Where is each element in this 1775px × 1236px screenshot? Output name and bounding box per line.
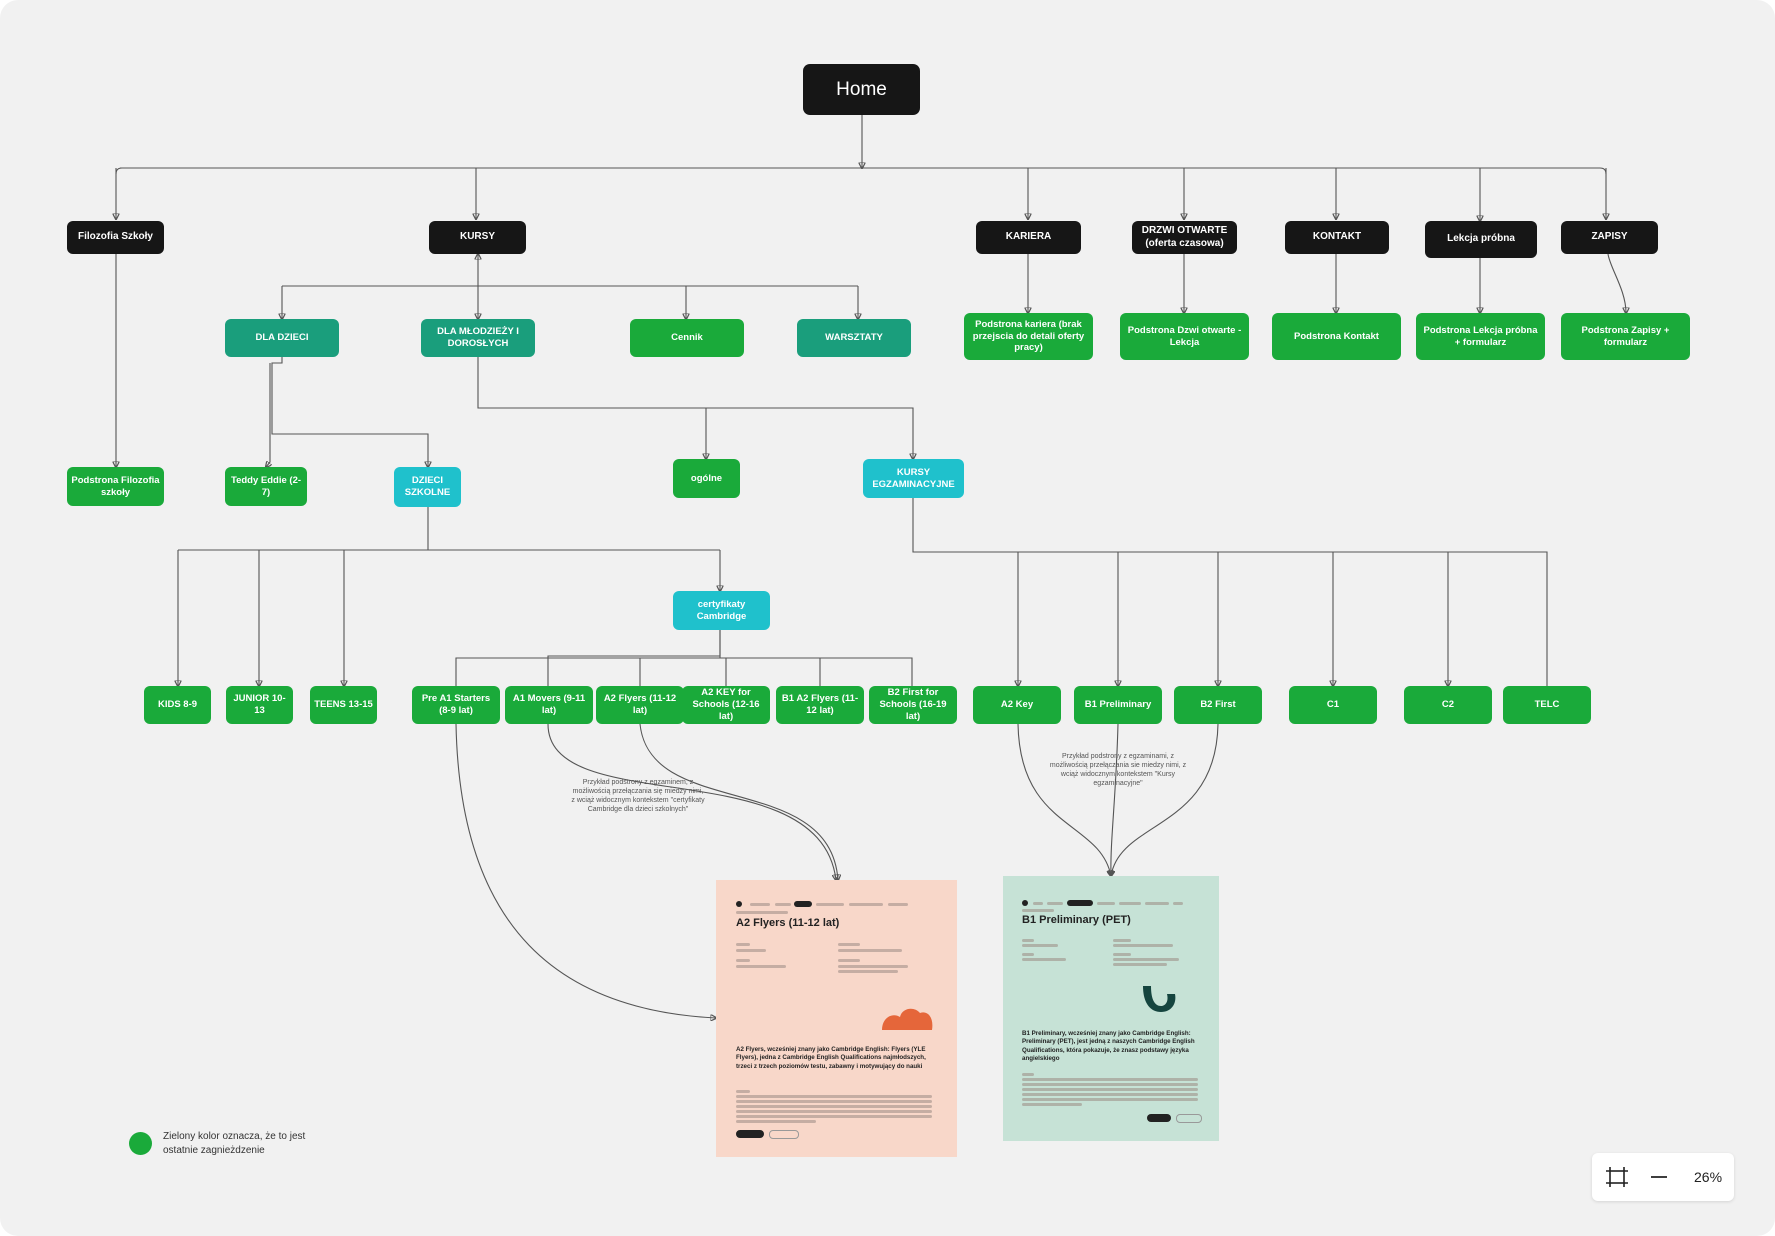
node-telc[interactable]: TELC bbox=[1503, 686, 1591, 724]
node-certyfikaty-cambridge[interactable]: certyfikaty Cambridge bbox=[673, 591, 770, 630]
note-egzaminacyjne: Przykład podstrony z egzaminami, z możli… bbox=[1049, 753, 1187, 788]
connector-movers-card bbox=[547, 723, 836, 880]
active-tab-pill[interactable] bbox=[1067, 900, 1093, 906]
fit-frame-icon[interactable] bbox=[1606, 1167, 1628, 1187]
node-b2-first-schools[interactable]: B2 First for Schools (16-19 lat) bbox=[869, 686, 957, 724]
cloud-illustration-icon bbox=[882, 1008, 933, 1030]
connector-cert-bus bbox=[455, 630, 913, 686]
card-lead-text: A2 Flyers, wcześniej znany jako Cambridg… bbox=[736, 1046, 926, 1070]
connector-dladzieci-teddy bbox=[266, 363, 270, 467]
node-a2-key-schools[interactable]: A2 KEY for Schools (12-16 lat) bbox=[682, 686, 770, 724]
connector-mlodziez-egz bbox=[706, 407, 913, 459]
connector-b1-card bbox=[1111, 723, 1119, 876]
node-kursy[interactable]: KURSY bbox=[429, 221, 526, 254]
card-title: A2 Flyers (11-12 lat) bbox=[736, 917, 840, 929]
node-b1-preliminary[interactable]: B1 Preliminary bbox=[1074, 686, 1162, 724]
node-a2-flyers[interactable]: A2 Flyers (11-12 lat) bbox=[596, 686, 684, 724]
node-a2-key[interactable]: A2 Key bbox=[973, 686, 1061, 724]
secondary-cta-button[interactable] bbox=[769, 1130, 799, 1139]
legend-green-dot bbox=[129, 1132, 152, 1155]
node-teens[interactable]: TEENS 13-15 bbox=[310, 686, 377, 724]
zoom-controls: 26% bbox=[1592, 1153, 1734, 1201]
example-page-a2-flyers[interactable]: A2 Flyers (11-12 lat) A2 Flyers, wcześni… bbox=[716, 880, 957, 1157]
node-cennik[interactable]: Cennik bbox=[630, 319, 744, 357]
example-page-b1-preliminary[interactable]: B1 Preliminary (PET) B1 Preliminary, wcz… bbox=[1003, 876, 1219, 1141]
zoom-out-icon[interactable] bbox=[1648, 1167, 1670, 1187]
connector-dladzieci-down bbox=[271, 357, 428, 467]
node-zapisy[interactable]: ZAPISY bbox=[1561, 221, 1658, 254]
zoom-level[interactable]: 26% bbox=[1694, 1169, 1723, 1185]
node-podstrona-zapisy[interactable]: Podstrona Zapisy + formularz bbox=[1561, 313, 1690, 360]
node-home[interactable]: Home bbox=[803, 64, 920, 115]
node-warsztaty[interactable]: WARSZTATY bbox=[797, 319, 911, 357]
node-podstrona-kariera[interactable]: Podstrona kariera (brak przejscia do det… bbox=[964, 313, 1093, 360]
connector-flyers-card bbox=[639, 723, 838, 880]
connector-top-bus bbox=[115, 167, 1607, 175]
primary-cta-button[interactable] bbox=[1147, 1114, 1171, 1122]
primary-cta-button[interactable] bbox=[736, 1130, 764, 1138]
card-title: B1 Preliminary (PET) bbox=[1022, 914, 1131, 926]
node-filozofia-szkoly[interactable]: Filozofia Szkoły bbox=[67, 221, 164, 254]
active-tab-pill[interactable] bbox=[794, 901, 812, 907]
node-b1-a2-flyers[interactable]: B1 A2 Flyers (11-12 lat) bbox=[776, 686, 864, 724]
horseshoe-logo-icon bbox=[1143, 986, 1176, 1012]
node-kontakt[interactable]: KONTAKT bbox=[1285, 221, 1389, 254]
legend-text: Zielony kolor oznacza, że to jest ostatn… bbox=[163, 1131, 306, 1156]
logo-dot-icon bbox=[1022, 900, 1028, 906]
connector-a2key-card bbox=[1017, 723, 1111, 876]
node-podstrona-lekcja[interactable]: Podstrona Lekcja próbna + formularz bbox=[1416, 313, 1545, 360]
node-ogolne[interactable]: ogólne bbox=[673, 459, 740, 498]
node-c2[interactable]: C2 bbox=[1404, 686, 1492, 724]
node-podstrona-kontakt[interactable]: Podstrona Kontakt bbox=[1272, 313, 1401, 360]
node-podstrona-drzwi[interactable]: Podstrona Dzwi otwarte - Lekcja bbox=[1120, 313, 1249, 360]
node-kariera[interactable]: KARIERA bbox=[976, 221, 1081, 254]
connector-mlodziez-down bbox=[477, 357, 706, 459]
node-kursy-egzaminacyjne[interactable]: KURSY EGZAMINACYJNE bbox=[863, 459, 964, 498]
node-dla-dzieci[interactable]: DLA DZIECI bbox=[225, 319, 339, 357]
node-lekcja-probna[interactable]: Lekcja próbna bbox=[1425, 221, 1537, 258]
secondary-cta-button[interactable] bbox=[1176, 1114, 1202, 1123]
connector-b2-card bbox=[1111, 723, 1219, 876]
node-c1[interactable]: C1 bbox=[1289, 686, 1377, 724]
node-teddy-eddie[interactable]: Teddy Eddie (2-7) bbox=[225, 467, 307, 506]
node-junior[interactable]: JUNIOR 10-13 bbox=[226, 686, 293, 724]
logo-dot-icon bbox=[736, 901, 742, 907]
connector-zapisy-podstrona bbox=[1607, 253, 1626, 313]
card-lead-text: B1 Preliminary, wcześniej znany jako Cam… bbox=[1022, 1030, 1195, 1063]
node-dzieci-szkolne[interactable]: DZIECI SZKOLNE bbox=[394, 467, 461, 507]
node-b2-first[interactable]: B2 First bbox=[1174, 686, 1262, 724]
node-drzwi-otwarte[interactable]: DRZWI OTWARTE (oferta czasowa) bbox=[1132, 221, 1237, 254]
node-podstrona-filozofia[interactable]: Podstrona Filozofia szkoły bbox=[67, 467, 164, 506]
connector-pre-a1-card bbox=[455, 723, 716, 1018]
connector-egz-bus bbox=[912, 498, 1548, 686]
node-dla-mlodziezy[interactable]: DLA MŁODZIEŻY I DOROSŁYCH bbox=[421, 319, 535, 357]
note-cambridge: Przykład podstrony z egzaminem, z możliw… bbox=[571, 779, 705, 814]
node-kids[interactable]: KIDS 8-9 bbox=[144, 686, 211, 724]
connector-cert-inner bbox=[547, 630, 821, 686]
connector-szkolne-bus bbox=[178, 507, 720, 551]
node-pre-a1-starters[interactable]: Pre A1 Starters (8-9 lat) bbox=[412, 686, 500, 724]
node-a1-movers[interactable]: A1 Movers (9-11 lat) bbox=[505, 686, 593, 724]
